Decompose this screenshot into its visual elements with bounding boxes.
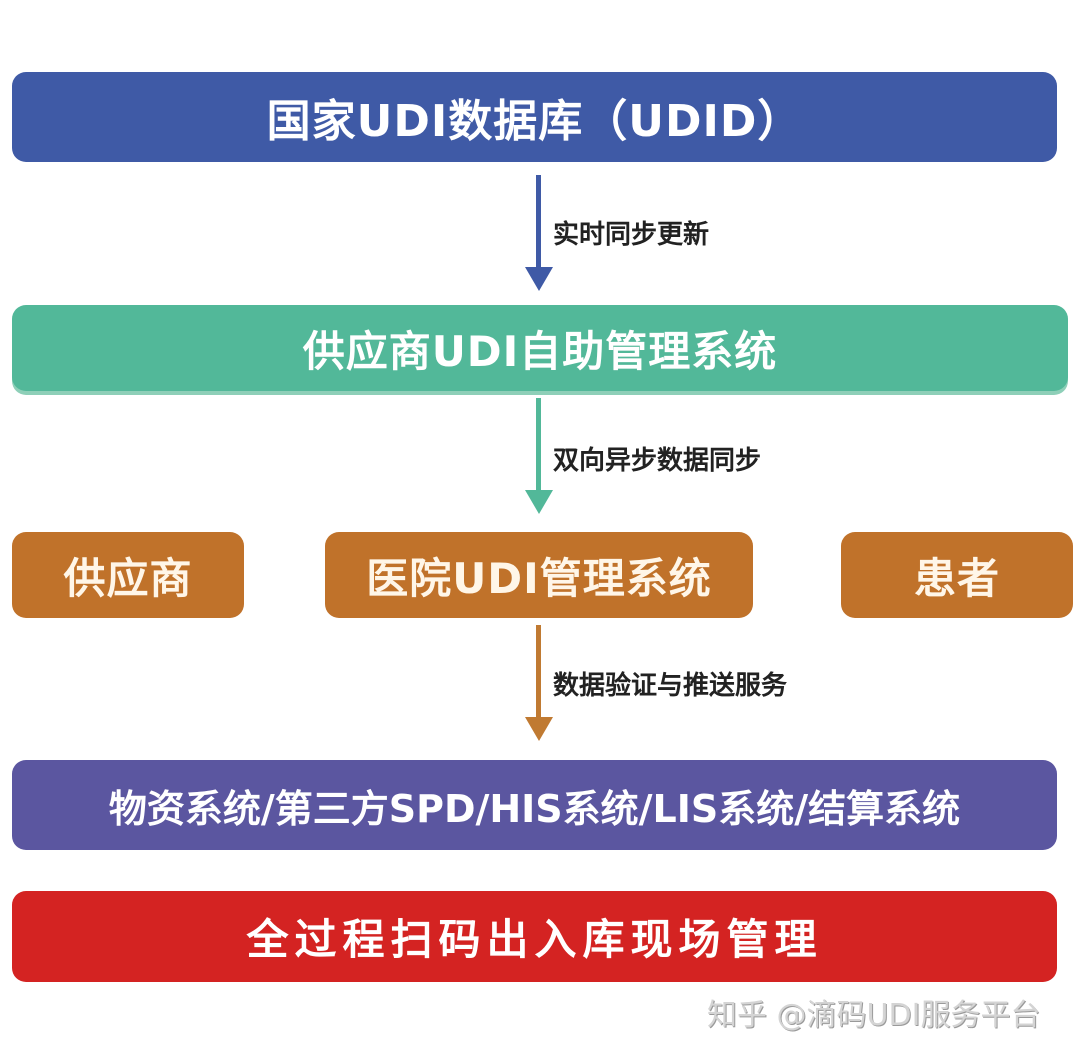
edge-label-realtime-sync: 实时同步更新 <box>553 220 710 250</box>
node-patient: 患者 <box>841 532 1073 618</box>
watermark: 知乎 @滴码UDI服务平台 <box>707 998 1041 1033</box>
node-supplier: 供应商 <box>12 532 244 618</box>
node-national-udi-database: 国家UDI数据库（UDID） <box>12 72 1057 162</box>
node-label: 全过程扫码出入库现场管理 <box>246 915 823 964</box>
arrow-down-icon <box>525 625 553 742</box>
edge-label-validation-push: 数据验证与推送服务 <box>553 671 788 701</box>
node-scan-management: 全过程扫码出入库现场管理 <box>12 891 1057 982</box>
node-label: 医院UDI管理系统 <box>366 553 712 603</box>
node-label: 供应商UDI自助管理系统 <box>302 326 778 376</box>
node-label: 物资系统/第三方SPD/HIS系统/LIS系统/结算系统 <box>108 786 961 831</box>
node-label: 患者 <box>913 553 1000 603</box>
node-supplier-udi-system: 供应商UDI自助管理系统 <box>12 305 1068 391</box>
node-hospital-udi-system: 医院UDI管理系统 <box>325 532 753 618</box>
arrow-down-icon <box>525 398 553 516</box>
node-downstream-systems: 物资系统/第三方SPD/HIS系统/LIS系统/结算系统 <box>12 760 1057 850</box>
node-label: 国家UDI数据库（UDID） <box>266 96 803 147</box>
arrow-down-icon <box>525 175 553 292</box>
edge-label-bidirectional-sync: 双向异步数据同步 <box>553 446 762 476</box>
node-label: 供应商 <box>63 553 193 603</box>
